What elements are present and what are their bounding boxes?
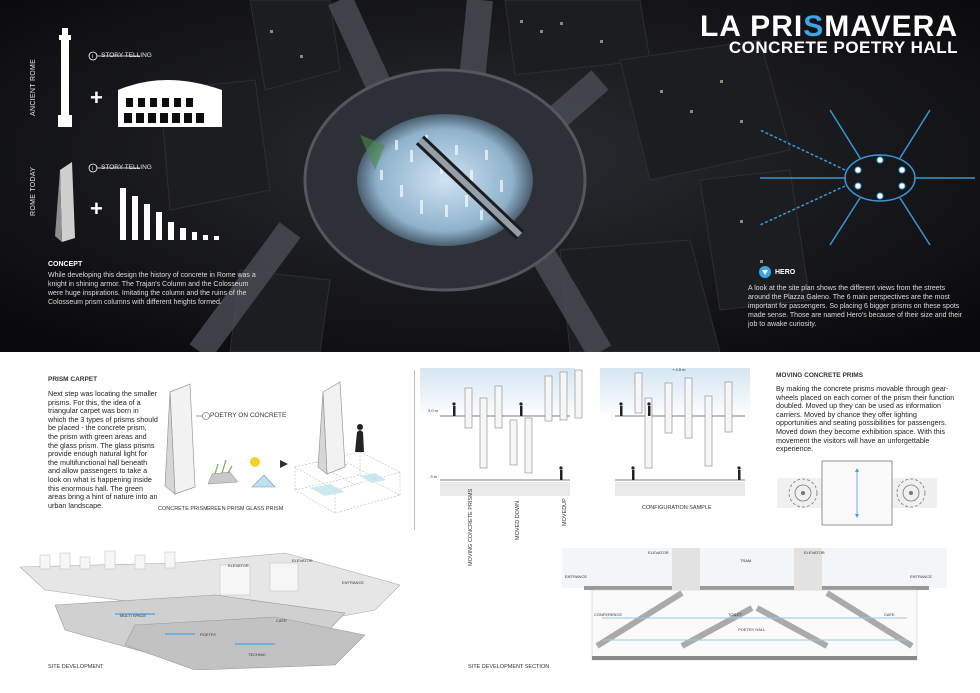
axo-cafe-label: CAFE xyxy=(276,618,287,623)
top-panel: i i LA PRISMAVERA CONCRETE POETRY HALL A… xyxy=(0,0,980,352)
svg-text:i: i xyxy=(92,166,93,172)
section-poetry-hall-label: POETRY HALL xyxy=(738,627,766,632)
ancient-rome-label: ANCIENT ROME xyxy=(30,58,37,116)
moving-prisms-diagram xyxy=(420,368,750,496)
moving-prisms-heading: MOVING CONCRETE PRIMS xyxy=(776,372,864,379)
configuration-sample-caption: CONFIGURATION SAMPLE xyxy=(642,505,712,511)
dim-mid: 2,0 m xyxy=(428,408,439,413)
rome-today-label: ROME TODAY xyxy=(30,166,37,216)
section-elevator-label-1: ELEVATOR xyxy=(648,550,669,555)
site-development-axonometric xyxy=(19,550,401,670)
plus-sign-1: + xyxy=(90,85,103,110)
bars-icon xyxy=(120,188,219,240)
storytelling-label-2: STORY TELLING xyxy=(101,164,152,171)
section-elevator-label-2: ELEVATOR xyxy=(804,550,825,555)
prism-icon xyxy=(60,162,75,242)
moved-down-caption: MOVED DOWN xyxy=(515,500,521,540)
svg-text:i: i xyxy=(205,414,206,419)
glass-prism-label: GLASS PRISM xyxy=(246,506,284,512)
column-icon xyxy=(58,28,72,127)
gear-wheel-diagram xyxy=(777,460,937,526)
aerial-site-plan-image: i i xyxy=(0,0,980,352)
section-entrance-label-2: ENTRANCE xyxy=(910,574,933,579)
moved-up-caption: MOVEDUP xyxy=(562,498,568,526)
prism-carpet-heading: PRISM CARPET xyxy=(48,376,98,383)
dim-low: - 5 m xyxy=(428,474,438,479)
axo-technic-label: TECHNIC xyxy=(248,652,266,657)
green-prism-label: GREEN PRISM xyxy=(206,506,245,512)
hero-heading: HERO xyxy=(775,269,796,276)
section-conference-label: CONFERENCE xyxy=(594,612,623,617)
page-title: LA PRISMAVERA xyxy=(699,10,958,43)
prism-carpet-text: Next step was locating the smaller prism… xyxy=(48,389,158,510)
site-development-caption: SITE DEVELOPMENT xyxy=(48,664,104,670)
divider xyxy=(414,370,415,530)
info-icon: i xyxy=(92,54,93,60)
storytelling-label-1: STORY TELLING xyxy=(101,52,152,59)
site-development-section xyxy=(562,548,947,661)
colosseum-icon xyxy=(118,80,222,127)
moving-prisms-text: By making the concrete prisms movable th… xyxy=(776,384,955,454)
prism-carpet-diagram: i xyxy=(164,381,401,514)
dim-top: + 4,5 m xyxy=(672,367,686,372)
concept-text: While developing this design the history… xyxy=(48,272,256,306)
page-subtitle: CONCRETE POETRY HALL xyxy=(728,38,958,57)
site-development-section-caption: SITE DEVELOPMENT SECTION xyxy=(468,664,550,670)
hero-text: A look at the site plan shows the differ… xyxy=(748,285,963,328)
section-cafe-label: CAFE xyxy=(884,612,895,617)
axo-multi-space-label: MULTI SPACE xyxy=(120,613,147,618)
axo-elevator-label-1: ELEVATOR xyxy=(228,563,249,568)
axo-elevator-label-2: ELEVATOR xyxy=(292,558,313,563)
moving-prisms-caption: MOVING CONCRETE PRISMS xyxy=(468,488,474,566)
section-tram-label: TRAM xyxy=(740,558,752,563)
plus-sign-2: + xyxy=(90,196,103,221)
concept-heading: CONCEPT xyxy=(48,261,83,268)
section-entrance-label-1: ENTRANCE xyxy=(565,574,588,579)
axo-entrance-label: ENTRANCE xyxy=(342,580,365,585)
axo-poetry-label: POETRY xyxy=(200,632,217,637)
section-toilet-label: TOILET xyxy=(728,612,742,617)
poetry-on-concrete-label: POETRY ON CONCRETE xyxy=(210,412,287,419)
concrete-prism-label: CONCRETE PRISM xyxy=(158,506,208,512)
